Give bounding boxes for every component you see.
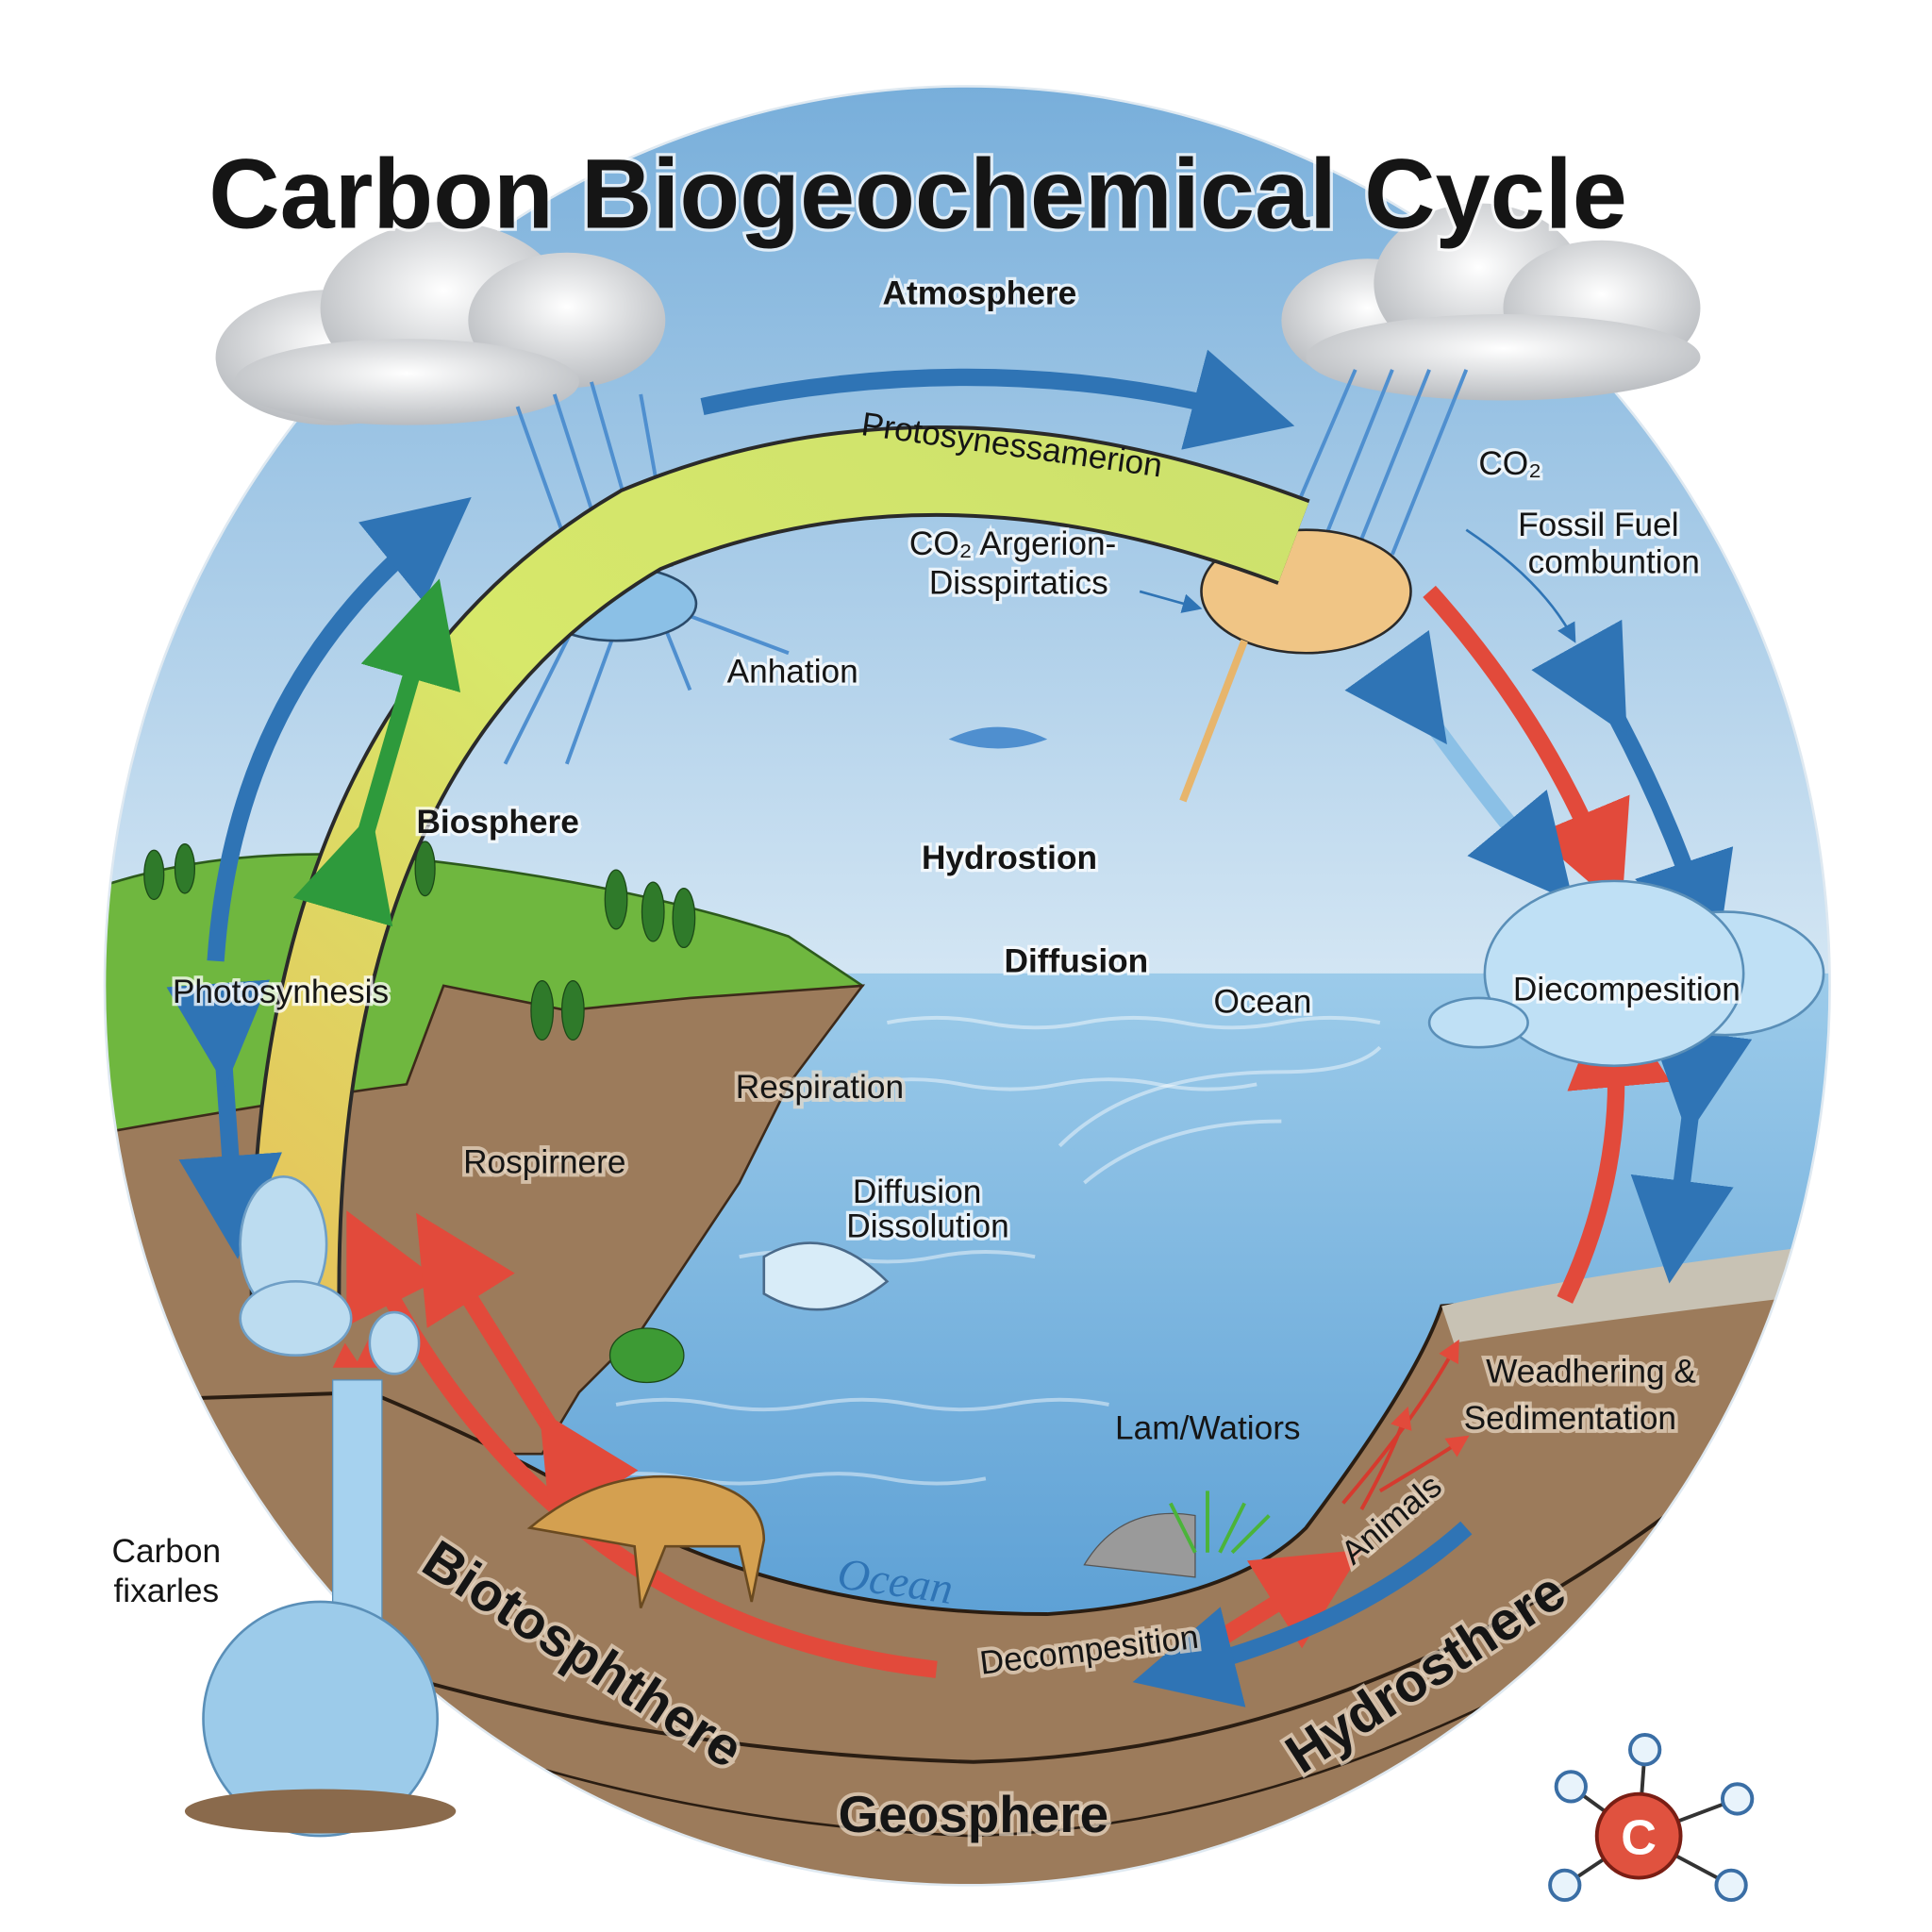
page-title: Carbon Biogeochemical Cycle — [208, 140, 1627, 250]
label-biosphere: Biosphere — [416, 804, 578, 841]
grass-tuft — [1169, 1491, 1271, 1555]
arrow-photosynthesis-up — [207, 497, 472, 962]
label-respiration: Respiration — [736, 1069, 904, 1106]
rock — [1083, 1512, 1196, 1578]
label-photosynhesis: Photosynhesis — [173, 974, 389, 1010]
flow-arrows — [166, 349, 1753, 1707]
label-fossil-fuel-2: combuntion — [1528, 543, 1700, 580]
label-co2-argerion-2: Disspirtatics — [929, 565, 1108, 602]
geyser-column — [184, 1337, 457, 1838]
arrow-atmosphere — [700, 349, 1295, 450]
arrow-biosphere — [292, 578, 461, 927]
label-co2-argerion-1: CO₂ Argerion- — [909, 525, 1116, 562]
decomposition-bubble — [1427, 879, 1825, 1068]
label-diecompesition: Diecompesition — [1513, 972, 1740, 1008]
label-dissolution: Dissolution — [846, 1208, 1008, 1244]
label-carbon-fix-2: fixarles — [113, 1573, 219, 1609]
arrow-ocean-atmos — [1531, 619, 1734, 961]
carbon-molecule-icon: C — [1548, 1733, 1755, 1902]
arrow-shore-exchange — [1630, 1026, 1753, 1284]
label-co2-top: CO₂ — [1478, 445, 1541, 482]
label-rospirnere: Rospirnere — [463, 1143, 625, 1180]
bird-icon — [948, 726, 1048, 749]
water-sphere — [202, 1600, 439, 1838]
label-fossil-fuel-1: Fossil Fuel — [1518, 507, 1678, 543]
arrow-light-exchange — [1344, 629, 1574, 903]
arrow-land-exchange — [166, 979, 282, 1259]
rain-left — [503, 381, 790, 765]
rain-right — [1279, 369, 1469, 556]
label-ocean-top: Ocean — [1214, 984, 1312, 1021]
steam-plumes — [239, 1175, 421, 1375]
animal-figure — [526, 1474, 766, 1608]
weathering-arrows — [1341, 1339, 1470, 1510]
label-atmosphere: Atmosphere — [883, 275, 1077, 312]
label-hydrostion: Hydrostion — [922, 840, 1097, 876]
fish-icon — [762, 1241, 890, 1311]
cloud-right — [1281, 203, 1701, 401]
pointer-arrows — [1139, 528, 1576, 643]
photosynthesis-band — [253, 429, 1309, 1332]
arrow-decomposition-up — [1557, 983, 1671, 1304]
arrow-respiration — [416, 1212, 639, 1525]
carbon-atom-label: C — [1621, 1811, 1657, 1866]
label-weathering-1: Weadhering & — [1486, 1353, 1696, 1390]
label-weathering-2: Sedimentation — [1464, 1400, 1676, 1437]
label-lam-watiors: Lam/Watiors — [1115, 1410, 1301, 1447]
label-anhation: Anhation — [727, 654, 858, 691]
label-diffusion-mid: Diffusion — [853, 1174, 982, 1210]
cloud-left — [215, 222, 666, 425]
arrow-hydrosphere-return — [1132, 1521, 1473, 1707]
label-geosphere: Geosphere — [839, 1785, 1109, 1843]
label-diffusion-top: Diffusion — [1004, 943, 1148, 980]
label-carbon-fix-1: Carbon — [112, 1533, 222, 1570]
globe-outline — [103, 85, 1831, 1887]
